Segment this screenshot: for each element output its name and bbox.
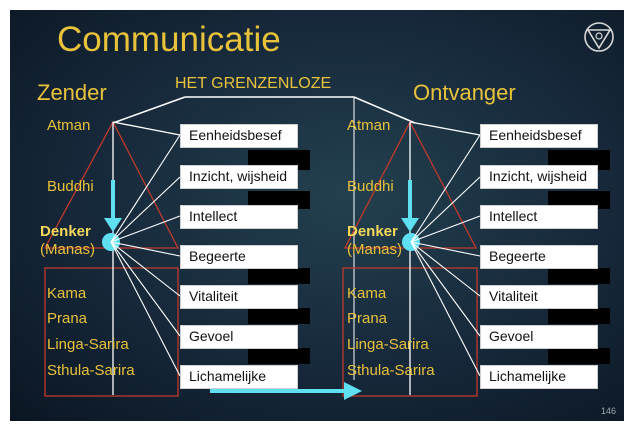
sender-label-sthula-sarira: Sthula-Sarira [47, 362, 135, 379]
sender-box-begeerte: Begeerte [180, 245, 298, 269]
black-block [248, 191, 310, 209]
sender-label-atman: Atman [47, 117, 91, 134]
black-block [248, 268, 310, 284]
sender-box-intellect: Intellect [180, 205, 298, 229]
receiver-label-atman: Atman [347, 117, 391, 134]
receiver-box-eenheidsbesef: Eenheidsbesef [480, 124, 598, 148]
black-block [248, 308, 310, 324]
black-block [548, 191, 610, 209]
sender-label-denker: Denker [40, 223, 91, 240]
receiver-label-sthula-sarira: Sthula-Sarira [347, 362, 435, 379]
receiver-box-gevoel: Gevoel [480, 325, 598, 349]
black-block [548, 348, 610, 364]
receiver-label-prana: Prana [347, 310, 388, 327]
black-block [248, 348, 310, 364]
receiver-box-lichamelijke: Lichamelijke [480, 365, 598, 389]
receiver-label-kama: Kama [347, 285, 387, 302]
receiver-box-inzicht: Inzicht, wijsheid [480, 165, 598, 189]
sender-box-inzicht: Inzicht, wijsheid [180, 165, 298, 189]
black-block [548, 268, 610, 284]
slide-title: Communicatie [57, 20, 281, 59]
sender-title: Zender [37, 80, 107, 105]
receiver-box-vitaliteit: Vitaliteit [480, 285, 598, 309]
receiver-box-begeerte: Begeerte [480, 245, 598, 269]
middle-title: HET GRENZENLOZE [175, 75, 332, 92]
sender-label-manas: (Manas) [40, 241, 96, 258]
receiver-label-manas: (Manas) [347, 241, 403, 258]
sender-label-prana: Prana [47, 310, 88, 327]
receiver-title: Ontvanger [413, 80, 516, 105]
sender-box-eenheidsbesef: Eenheidsbesef [180, 124, 298, 148]
page-number: 146 [601, 406, 617, 416]
sender-box-vitaliteit: Vitaliteit [180, 285, 298, 309]
sender-label-linga-sarira: Linga-Sarira [47, 336, 129, 353]
sender-label-kama: Kama [47, 285, 87, 302]
receiver-label-buddhi: Buddhi [347, 178, 394, 195]
receiver-label-linga-sarira: Linga-Sarira [347, 336, 429, 353]
sender-box-lichamelijke: Lichamelijke [180, 365, 298, 389]
diagram-lines [43, 96, 481, 400]
sender-label-buddhi: Buddhi [47, 178, 94, 195]
receiver-label-denker: Denker [347, 223, 398, 240]
triangle-emblem-icon [584, 22, 614, 52]
sender-box-gevoel: Gevoel [180, 325, 298, 349]
black-block [548, 308, 610, 324]
presentation-slide: Communicatie Zender HET GRENZENLOZE Ontv… [10, 10, 624, 421]
receiver-box-intellect: Intellect [480, 205, 598, 229]
